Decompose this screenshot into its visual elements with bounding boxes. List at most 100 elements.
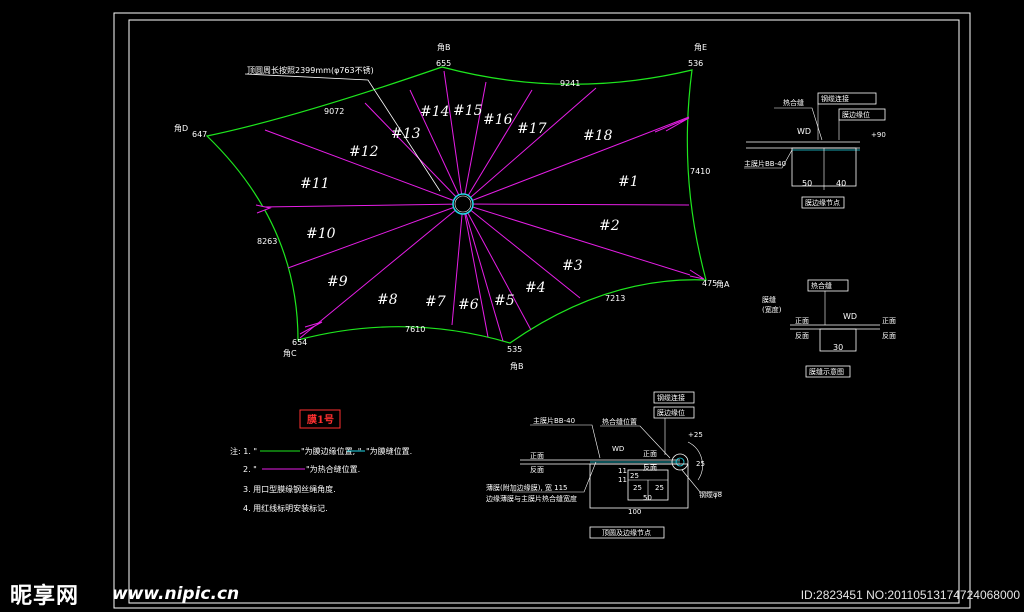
edge-length-left: 8263: [257, 237, 277, 246]
segment-label: #2: [599, 218, 620, 234]
segment-label: #15: [453, 103, 483, 119]
note-1-suffix: "为膜缝位置.: [366, 446, 412, 456]
segment-label: #17: [517, 121, 547, 137]
segment-label: #9: [327, 274, 348, 290]
corner-right-num: 475: [702, 279, 717, 288]
detail3-dim-50: 50: [643, 494, 652, 502]
segment-label: #8: [377, 292, 398, 308]
watermark-logo: 昵享网: [10, 584, 80, 609]
segment-label: #3: [562, 258, 583, 274]
top-ring: [452, 193, 474, 215]
detail1-left: 主膜片BB-40: [744, 159, 786, 168]
detail3-face-a: 正面: [643, 450, 657, 458]
detail2-dim: 30: [833, 343, 843, 352]
membrane-boundary: [205, 66, 707, 344]
detail-seam: 热合缝 WD 30 膜缝 (宽度) 正面 反面 正面 反面 膜缝示意图: [762, 279, 896, 378]
detail2-right-a: 正面: [882, 317, 896, 325]
segment-label: #16: [483, 112, 513, 128]
detail3-dim-small: 11: [618, 467, 627, 475]
note-3: 3. 用口型膜缘钢丝绳角度.: [243, 484, 336, 494]
note-1-mid: "为膜边缘位置, ": [301, 446, 361, 456]
segment-labels: #1 #2 #3 #4 #5 #6 #7 #8 #9 #10 #11 #12 #…: [300, 103, 639, 313]
segment-label: #13: [391, 126, 421, 142]
sheet-title-box: [299, 409, 341, 429]
detail2-right-b: 反面: [882, 331, 896, 340]
detail3-left: 主膜片BB-40: [533, 416, 575, 425]
corner-bottom-left-label: 角C: [283, 348, 297, 358]
detail1-plus: +90: [871, 131, 886, 139]
notes: 注: 1. " "为膜边缘位置, " "为膜缝位置. 2. " "为热合缝位置.…: [230, 446, 412, 513]
top-note-leader: [244, 73, 441, 192]
segment-label: #6: [458, 297, 479, 313]
detail2-left-b: 反面: [795, 331, 809, 340]
detail1-tag2: 膜边缘位: [842, 110, 870, 119]
segment-label: #11: [300, 176, 330, 192]
detail1-caption: 膜边缘节点: [805, 198, 840, 207]
corner-top-label: 角B: [437, 42, 451, 52]
detail3-note-b: 边缘薄膜与主膜片热合缝宽度: [486, 494, 577, 503]
detail3-dim-100: 100: [628, 508, 641, 516]
corner-bottom-label: 角B: [510, 361, 524, 371]
corner-left-label: 角D: [174, 123, 188, 133]
note-2-suffix: "为热合缝位置.: [306, 464, 360, 474]
seam-lines: [255, 70, 705, 342]
edge-length-top-right: 9241: [560, 79, 580, 88]
detail3-left-b: 反面: [530, 465, 544, 474]
watermark-url: www.nipic.cn: [112, 584, 240, 604]
detail3-angle2: 25: [630, 472, 639, 480]
detail3-tag2: 膜边缘位: [657, 408, 685, 417]
note-4: 4. 用红线标明安装标记.: [243, 503, 328, 513]
detail2-left-a: 正面: [795, 317, 809, 325]
edge-length-bottom: 7610: [405, 325, 425, 334]
watermark-id: ID:2823451 NO:20110513174724068000: [800, 588, 1020, 602]
corner-bottom-num: 535: [507, 345, 522, 354]
top-ring-inner: [454, 195, 472, 213]
segment-label: #4: [525, 280, 546, 296]
detail1-wd: WD: [797, 127, 811, 136]
corner-top-num: 655: [436, 59, 451, 68]
detail3-dim-small2: 11: [618, 476, 627, 484]
detail3-note-a: 薄膜(附加边缘膜), 宽 115: [486, 483, 568, 492]
detail2-caption: 膜缝示意图: [809, 367, 844, 376]
corner-top-right-label: 角E: [694, 42, 707, 52]
detail2-left-mid: (宽度): [762, 305, 782, 314]
segment-label: #5: [494, 293, 515, 309]
outer-frame: [113, 12, 971, 609]
segment-label: #12: [349, 144, 379, 160]
detail1-dim-a: 50: [802, 179, 812, 188]
inner-frame: [128, 19, 960, 604]
corner-labels: 角B 655 角E 536 角D 647 角A 475 角B 535 角C 65…: [174, 42, 730, 371]
sheet-title: 膜1号: [307, 413, 334, 426]
detail3-caption: 顶圆及边缘节点: [602, 528, 651, 537]
detail3-wd: WD: [612, 445, 624, 453]
detail1-dim-b: 40: [836, 179, 846, 188]
edge-length-right: 7410: [690, 167, 710, 176]
detail2-left-top: 膜缝: [762, 295, 776, 304]
corner-bottom-left-num: 654: [292, 338, 307, 347]
detail3-cable: 钢缆φ8: [699, 490, 722, 499]
detail3-face-b: 反面: [643, 463, 657, 472]
detail-edge-node: 钢缆连接 膜边缘位 热合缝 WD +90 主膜片BB-40 50 40 膜边缘节…: [744, 92, 886, 209]
segment-label: #14: [420, 104, 450, 120]
detail3-tag1: 钢缆连接: [657, 393, 685, 402]
note-2-prefix: 2. ": [243, 465, 257, 474]
corner-right-label: 角A: [716, 279, 730, 289]
detail3-dim-25b: 25: [655, 484, 664, 492]
corner-left-num: 647: [192, 130, 207, 139]
detail3-heat: 热合缝位置: [602, 417, 637, 426]
segment-label: #10: [306, 226, 336, 242]
detail1-tag1: 钢缆连接: [821, 94, 849, 103]
segment-label: #18: [583, 128, 613, 144]
detail3-mini: +25: [688, 431, 703, 439]
detail3-angle: 25: [696, 460, 705, 468]
detail-ring-node: 钢缆连接 膜边缘位 主膜片BB-40 热合缝位置 WD 正面 反面 正面 反面 …: [486, 391, 722, 539]
detail1-heat: 热合缝: [783, 98, 804, 107]
detail2-tag: 热合缝: [811, 281, 832, 290]
segment-label: #1: [618, 174, 639, 190]
segment-label: #7: [425, 294, 446, 310]
top-note: 顶圆周长按照2399mm(φ763不锈): [247, 65, 374, 75]
detail2-wd: WD: [843, 312, 857, 321]
detail3-dim-25a: 25: [633, 484, 642, 492]
edge-lengths: 9072 9241 7410 7213 7610 8263: [257, 79, 710, 334]
